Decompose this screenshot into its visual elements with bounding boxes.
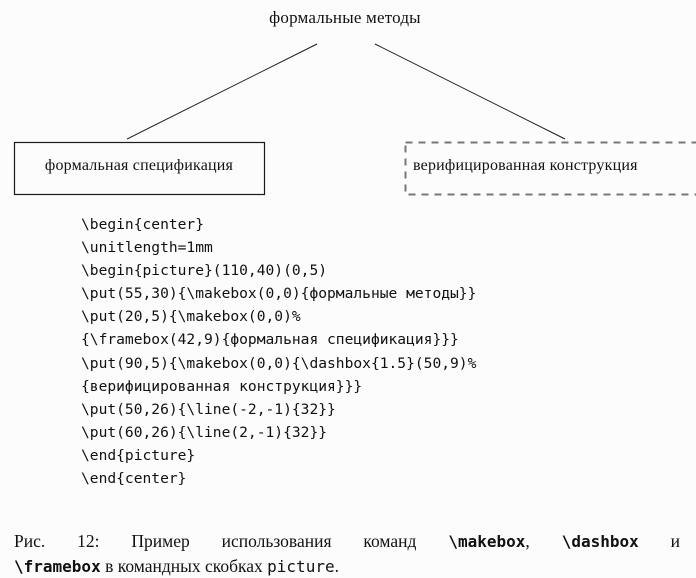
figure-caption: Рис. 12: Пример использования команд \ma…	[14, 530, 680, 553]
code-line: \put(20,5){\makebox(0,0)%	[81, 305, 476, 328]
code-line: {\framebox(42,9){формальная спецификация…	[81, 328, 476, 351]
label-formal-methods: формальные методы	[200, 8, 490, 28]
caption-conj: и	[671, 531, 680, 551]
figure-canvas	[0, 0, 696, 210]
picture-figure: формальные методы формальная спецификаци…	[0, 0, 696, 210]
caption-cmd-dashbox: \dashbox	[562, 532, 639, 551]
label-formal-specification: формальная спецификация	[14, 157, 264, 175]
code-line: \begin{picture}(110,40)(0,5)	[81, 259, 476, 282]
code-line: \put(60,26){\line(2,-1){32}}	[81, 421, 476, 444]
code-line: \put(50,26){\line(-2,-1){32}}	[81, 398, 476, 421]
code-line: \put(90,5){\makebox(0,0){\dashbox{1.5}(5…	[81, 352, 476, 375]
code-line: \begin{center}	[81, 213, 476, 236]
caption-middle: в командных скобках	[105, 556, 263, 576]
code-line: \end{center}	[81, 467, 476, 490]
figure-caption-line-2: \framebox в командных скобках picture.	[14, 555, 339, 578]
caption-suffix: .	[335, 556, 339, 576]
code-line: {верифицированная конструкция}}}	[81, 375, 476, 398]
connector-line-left	[127, 44, 317, 139]
caption-cmd-framebox: \framebox	[14, 557, 101, 576]
code-line: \end{picture}	[81, 444, 476, 467]
caption-env-picture: picture	[267, 557, 334, 576]
label-verified-construction: верифицированная конструкция	[413, 157, 638, 175]
code-line: \put(55,30){\makebox(0,0){формальные мет…	[81, 282, 476, 305]
code-line: \unitlength=1mm	[81, 236, 476, 259]
caption-prefix: Рис. 12: Пример использования команд	[14, 531, 416, 551]
latex-code-listing: \begin{center}\unitlength=1mm\begin{pict…	[81, 213, 476, 490]
caption-cmd-makebox: \makebox	[448, 532, 525, 551]
connector-line-right	[375, 44, 565, 139]
caption-comma: ,	[525, 531, 529, 551]
